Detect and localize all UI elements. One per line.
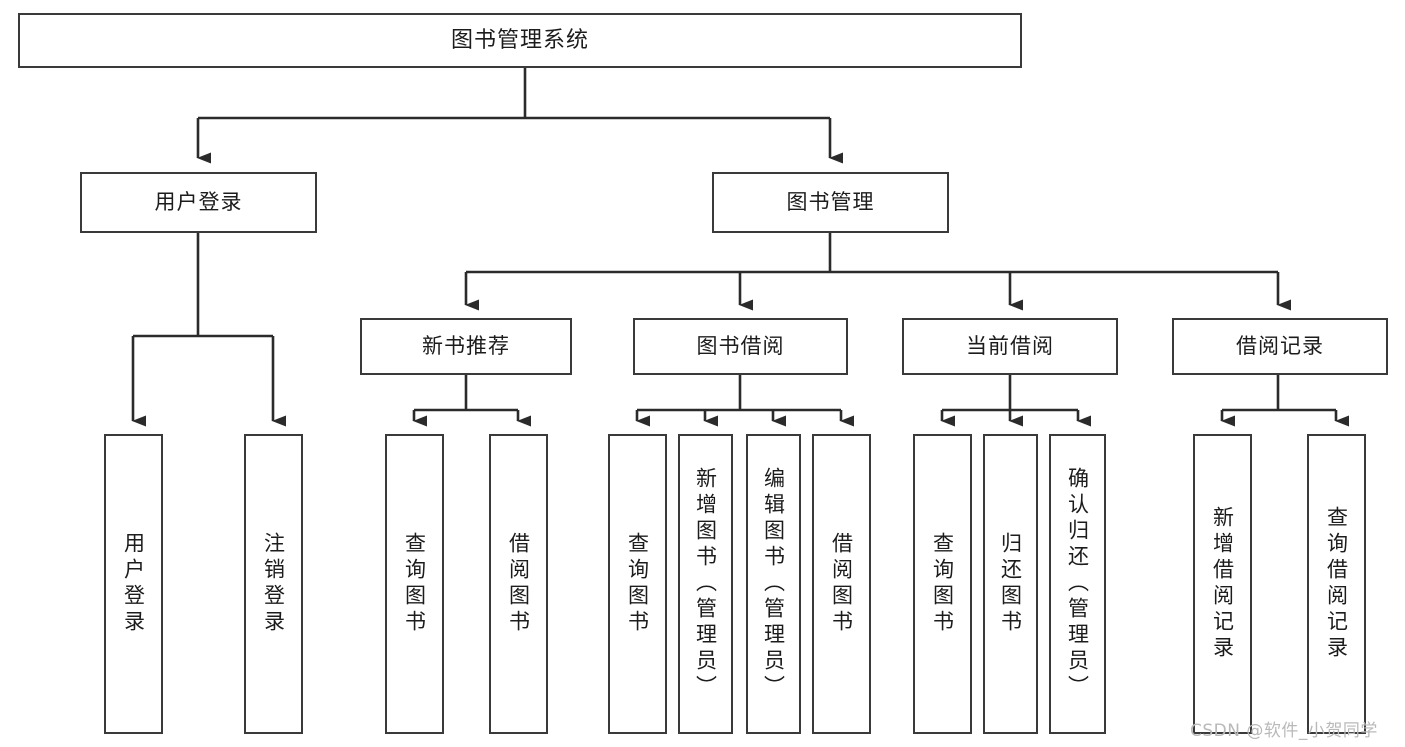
node-leaf-add-book-admin-label: 新增图书（管理员） xyxy=(693,467,718,701)
node-current-borrow-label: 当前借阅 xyxy=(966,334,1054,359)
node-leaf-edit-book-admin[interactable]: 编辑图书（管理员） xyxy=(746,434,801,734)
node-leaf-edit-book-admin-label: 编辑图书（管理员） xyxy=(761,467,786,701)
node-leaf-query-book-2[interactable]: 查询图书 xyxy=(608,434,667,734)
node-new-book-recommend-label: 新书推荐 xyxy=(422,334,510,359)
node-leaf-add-book-admin[interactable]: 新增图书（管理员） xyxy=(678,434,733,734)
node-book-manage[interactable]: 图书管理 xyxy=(712,172,949,233)
node-leaf-confirm-return-admin[interactable]: 确认归还（管理员） xyxy=(1049,434,1106,734)
node-borrow-record-label: 借阅记录 xyxy=(1236,334,1324,359)
node-new-book-recommend[interactable]: 新书推荐 xyxy=(360,318,572,375)
node-borrow-record[interactable]: 借阅记录 xyxy=(1172,318,1388,375)
node-leaf-user-login-label: 用户登录 xyxy=(121,532,146,636)
node-leaf-return-book[interactable]: 归还图书 xyxy=(983,434,1038,734)
node-leaf-query-book-1-label: 查询图书 xyxy=(402,532,427,636)
node-leaf-logout-login[interactable]: 注销登录 xyxy=(244,434,303,734)
node-root[interactable]: 图书管理系统 xyxy=(18,13,1022,68)
node-leaf-query-book-3-label: 查询图书 xyxy=(930,532,955,636)
node-leaf-query-book-3[interactable]: 查询图书 xyxy=(913,434,972,734)
node-leaf-confirm-return-admin-label: 确认归还（管理员） xyxy=(1065,467,1090,701)
node-book-borrow[interactable]: 图书借阅 xyxy=(633,318,848,375)
node-leaf-add-borrow-record[interactable]: 新增借阅记录 xyxy=(1193,434,1252,734)
node-leaf-user-login[interactable]: 用户登录 xyxy=(104,434,163,734)
node-leaf-borrow-book-2-label: 借阅图书 xyxy=(829,532,854,636)
node-user-login-label: 用户登录 xyxy=(154,190,243,215)
node-leaf-query-borrow-record[interactable]: 查询借阅记录 xyxy=(1307,434,1366,734)
node-leaf-add-borrow-record-label: 新增借阅记录 xyxy=(1210,506,1235,662)
csdn-watermark: CSDN @软件_小贺同学 xyxy=(1190,721,1378,741)
node-book-borrow-label: 图书借阅 xyxy=(696,334,785,359)
node-leaf-query-borrow-record-label: 查询借阅记录 xyxy=(1324,506,1349,662)
node-leaf-logout-login-label: 注销登录 xyxy=(261,532,286,636)
node-leaf-query-book-2-label: 查询图书 xyxy=(625,532,650,636)
node-leaf-borrow-book-2[interactable]: 借阅图书 xyxy=(812,434,871,734)
node-book-manage-label: 图书管理 xyxy=(786,190,875,215)
node-leaf-borrow-book-1-label: 借阅图书 xyxy=(506,532,531,636)
node-leaf-return-book-label: 归还图书 xyxy=(998,532,1023,636)
node-leaf-query-book-1[interactable]: 查询图书 xyxy=(385,434,444,734)
node-root-label: 图书管理系统 xyxy=(450,27,589,53)
node-leaf-borrow-book-1[interactable]: 借阅图书 xyxy=(489,434,548,734)
node-user-login[interactable]: 用户登录 xyxy=(80,172,317,233)
node-current-borrow[interactable]: 当前借阅 xyxy=(902,318,1118,375)
